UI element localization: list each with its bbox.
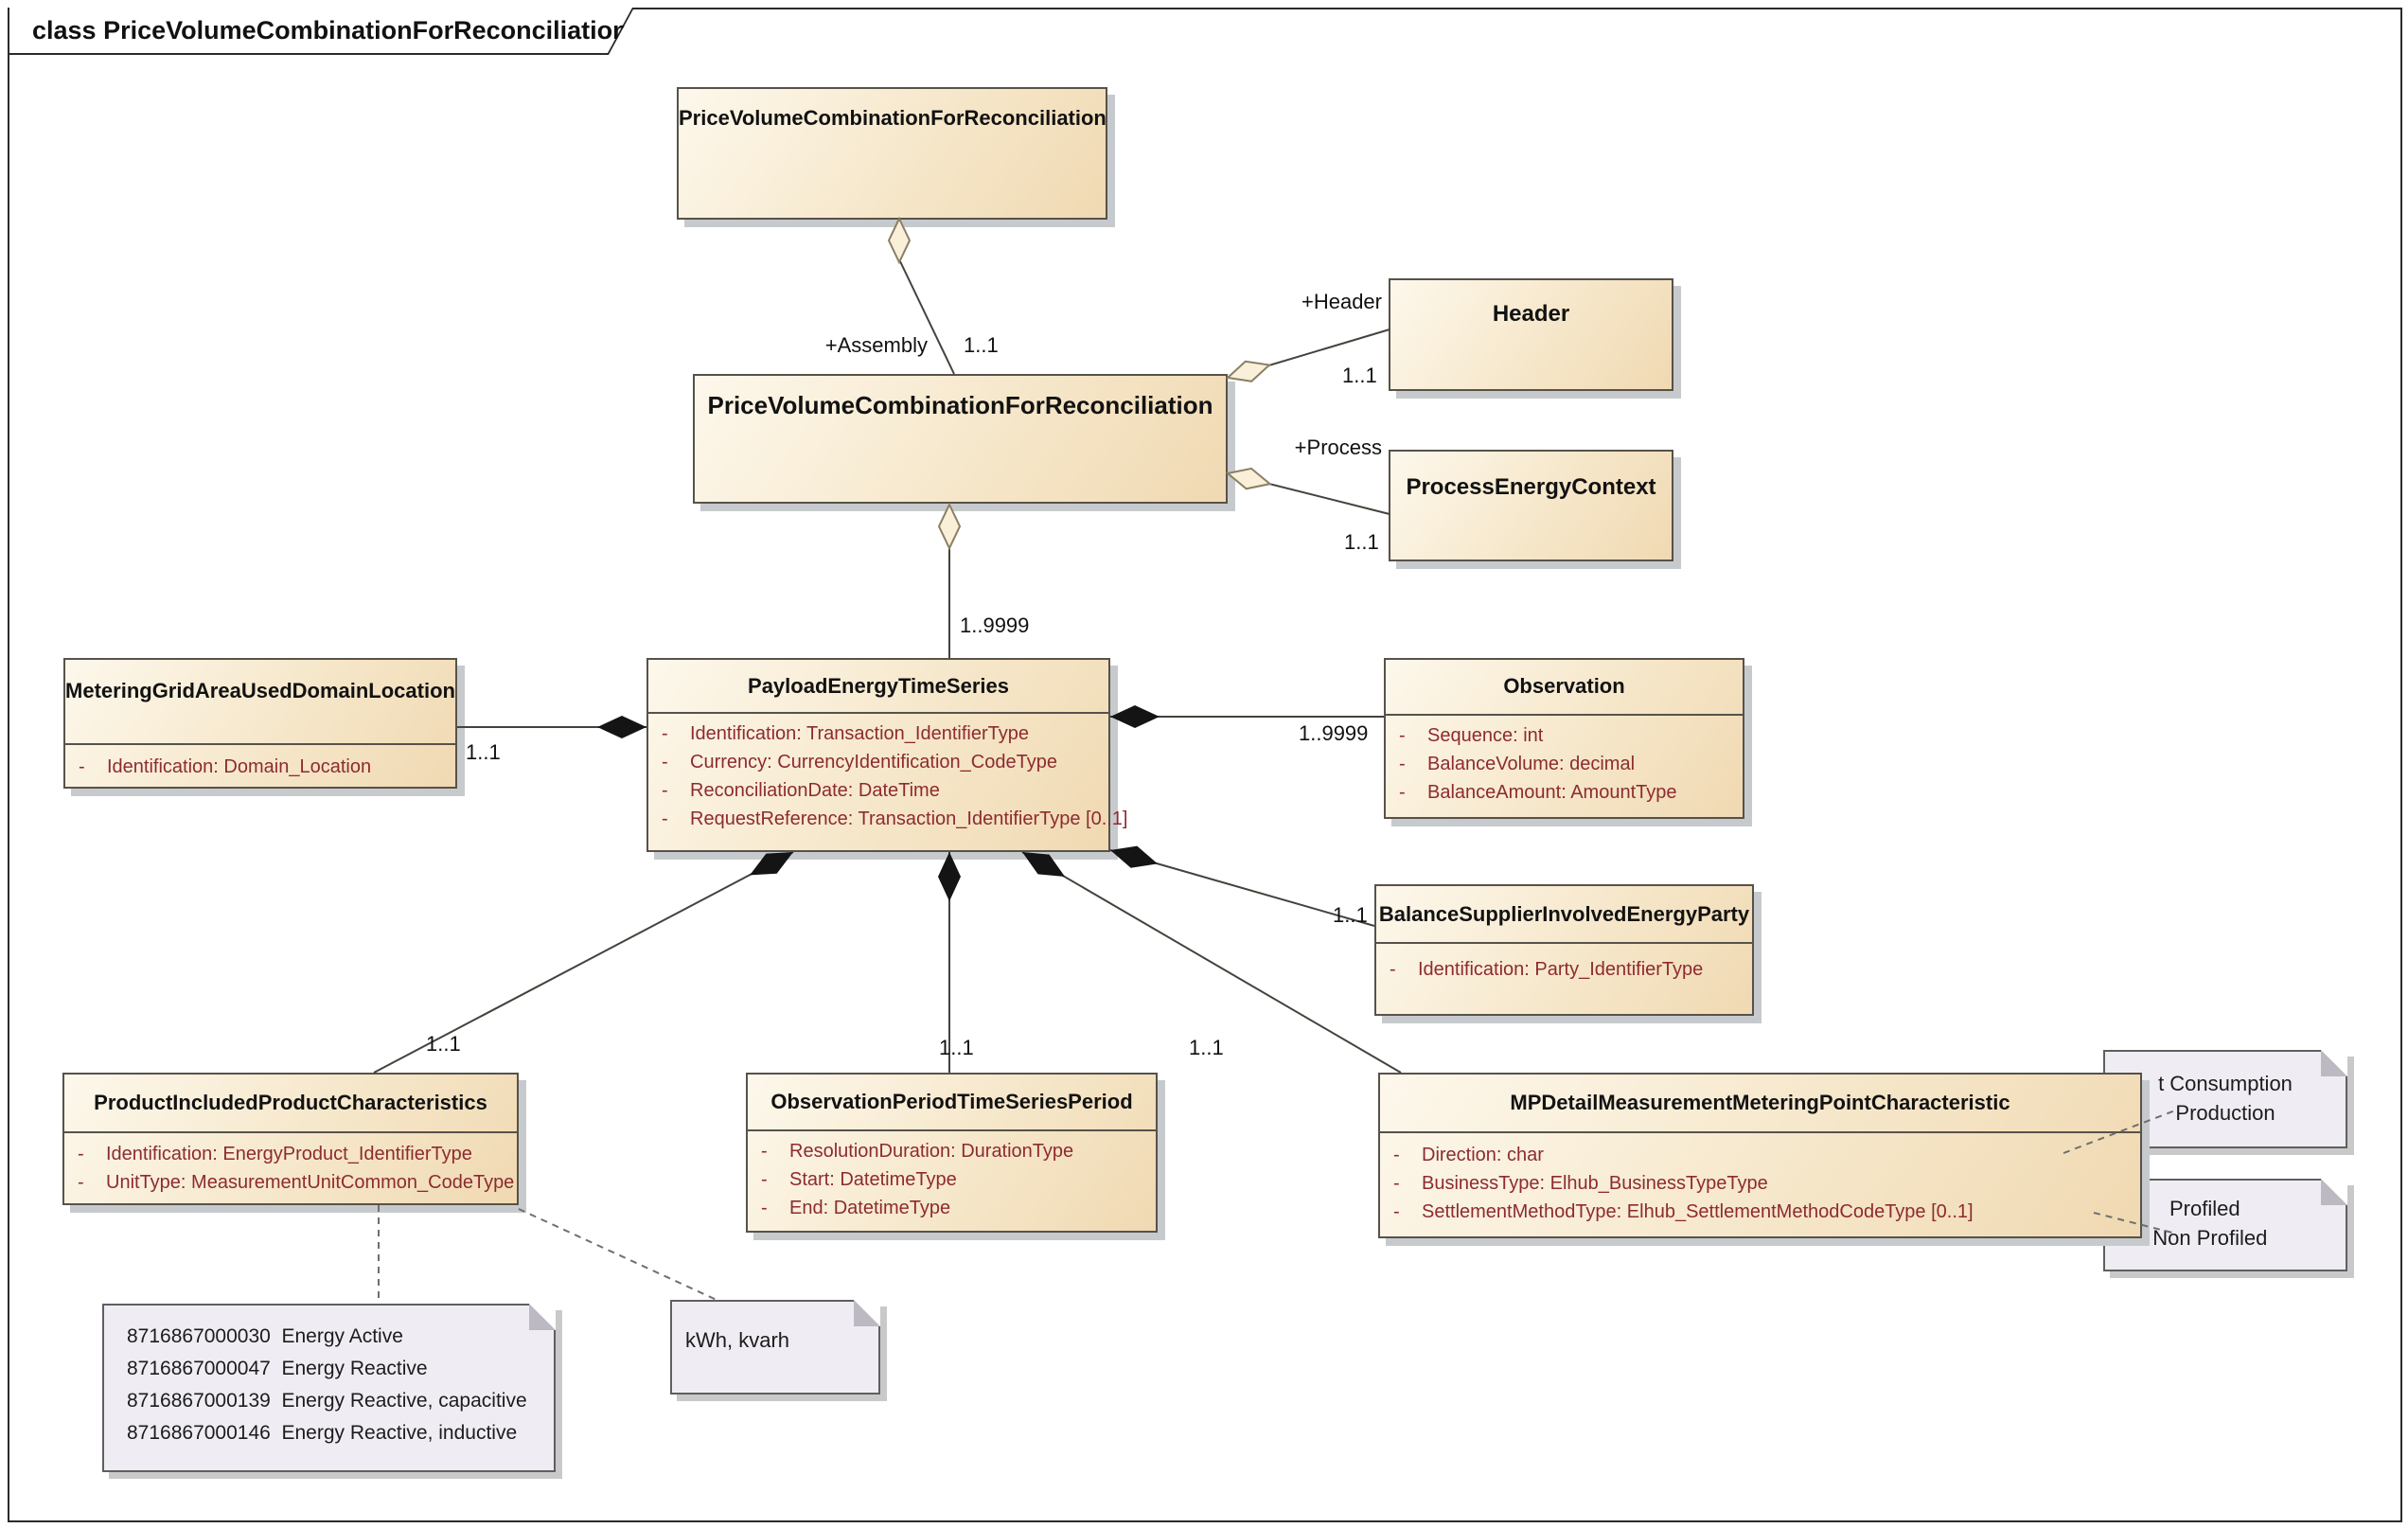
diagram-title: class PriceVolumeCombinationForReconcili… bbox=[32, 16, 629, 44]
diagram-title-tab: class PriceVolumeCombinationForReconcili… bbox=[8, 8, 634, 55]
attribute: -ReconciliationDate: DateTime bbox=[662, 780, 940, 801]
attribute: -RequestReference: Transaction_Identifie… bbox=[662, 808, 1128, 829]
multiplicity-label: 1..1 bbox=[939, 1036, 974, 1059]
class-title: MeteringGridAreaUsedDomainLocation bbox=[65, 679, 455, 702]
attribute: -Start: DatetimeType bbox=[761, 1169, 957, 1190]
role-label-assembly: +Assembly bbox=[824, 333, 928, 357]
note-units[interactable]: kWh, kvarh bbox=[670, 1300, 880, 1395]
class-title: ProductIncludedProductCharacteristics bbox=[94, 1091, 487, 1114]
attribute: -Identification: EnergyProduct_Identifie… bbox=[78, 1144, 472, 1164]
class-title: BalanceSupplierInvolvedEnergyParty bbox=[1378, 902, 1750, 926]
multiplicity-label: 1..1 bbox=[1333, 903, 1368, 927]
multiplicity-label: 1..1 bbox=[426, 1032, 461, 1056]
attribute: -Identification: Party_IdentifierType bbox=[1390, 959, 1704, 980]
class-title: MPDetailMeasurementMeteringPointCharacte… bbox=[1510, 1091, 2010, 1114]
note-fold-icon bbox=[2321, 1050, 2347, 1076]
role-label-header: +Header bbox=[1301, 290, 1382, 313]
note-fold-icon bbox=[529, 1304, 556, 1330]
class-title: ObservationPeriodTimeSeriesPeriod bbox=[770, 1090, 1133, 1113]
class-box-observationperiod[interactable]: ObservationPeriodTimeSeriesPeriod -Resol… bbox=[746, 1073, 1158, 1233]
class-box-mpdetail[interactable]: MPDetailMeasurementMeteringPointCharacte… bbox=[1378, 1073, 2142, 1238]
class-title: ProcessEnergyContext bbox=[1406, 474, 1656, 500]
note-product-codes[interactable]: 8716867000030 Energy Active 871686700004… bbox=[102, 1304, 556, 1472]
class-box-pricevolume-mid[interactable]: PriceVolumeCombinationForReconciliation bbox=[693, 374, 1228, 504]
note-settlement-method[interactable]: Profiled E02 Non Profiled bbox=[2103, 1179, 2347, 1271]
multiplicity-label: 1..1 bbox=[964, 333, 999, 357]
class-box-pricevolume-top[interactable]: PriceVolumeCombinationForReconciliation bbox=[677, 87, 1107, 220]
attribute: -Identification: Transaction_IdentifierT… bbox=[662, 723, 1029, 744]
attribute: -BusinessType: Elhub_BusinessTypeType bbox=[1393, 1173, 1768, 1194]
note-fold-icon bbox=[2321, 1179, 2347, 1205]
attribute: -BalanceAmount: AmountType bbox=[1399, 782, 1677, 803]
attribute: -Currency: CurrencyIdentification_CodeTy… bbox=[662, 752, 1057, 773]
class-title: PriceVolumeCombinationForReconciliation bbox=[707, 391, 1213, 419]
role-label-process: +Process bbox=[1294, 435, 1382, 459]
class-box-balancesupplier[interactable]: BalanceSupplierInvolvedEnergyParty -Iden… bbox=[1374, 884, 1754, 1016]
class-title: Observation bbox=[1503, 674, 1625, 698]
attribute: -Identification: Domain_Location bbox=[79, 756, 372, 777]
multiplicity-label: 1..1 bbox=[1189, 1036, 1224, 1059]
class-box-processenergycontext[interactable]: ProcessEnergyContext bbox=[1389, 450, 1673, 561]
class-box-header[interactable]: Header bbox=[1389, 278, 1673, 391]
class-box-meteringgridarea[interactable]: MeteringGridAreaUsedDomainLocation -Iden… bbox=[63, 658, 457, 789]
attribute: -Sequence: int bbox=[1399, 725, 1544, 746]
class-title: Header bbox=[1492, 301, 1570, 327]
multiplicity-label: 1..1 bbox=[1344, 530, 1379, 554]
class-title: PayloadEnergyTimeSeries bbox=[748, 674, 1009, 698]
multiplicity-label: 1..1 bbox=[1342, 364, 1377, 387]
class-box-observation[interactable]: Observation -Sequence: int -BalanceVolum… bbox=[1384, 658, 1744, 819]
multiplicity-label: 1..1 bbox=[466, 740, 501, 764]
class-box-productincluded[interactable]: ProductIncludedProductCharacteristics -I… bbox=[62, 1073, 519, 1205]
attribute: -UnitType: MeasurementUnitCommon_CodeTyp… bbox=[78, 1172, 515, 1193]
attribute: -End: DatetimeType bbox=[761, 1198, 951, 1218]
class-box-payloadenergytimeseries[interactable]: PayloadEnergyTimeSeries -Identification:… bbox=[646, 658, 1128, 852]
multiplicity-label: 1..9999 bbox=[960, 613, 1030, 637]
attribute: -Direction: char bbox=[1393, 1145, 1544, 1165]
attribute: -SettlementMethodType: Elhub_SettlementM… bbox=[1393, 1201, 1974, 1222]
multiplicity-label: 1..9999 bbox=[1299, 721, 1369, 745]
attribute: -ResolutionDuration: DurationType bbox=[761, 1141, 1074, 1162]
note-fold-icon bbox=[854, 1300, 880, 1326]
attribute: -BalanceVolume: decimal bbox=[1399, 754, 1636, 774]
class-title: PriceVolumeCombinationForReconciliation bbox=[679, 106, 1106, 130]
